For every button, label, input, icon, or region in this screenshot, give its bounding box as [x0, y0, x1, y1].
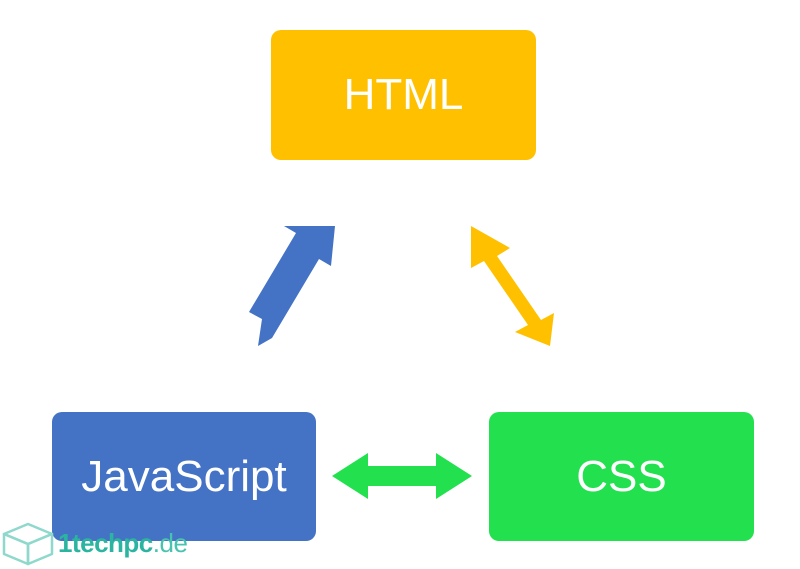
watermark-brand: 1techpc [58, 527, 153, 558]
arrow-html-css [471, 226, 554, 346]
css-node-label: CSS [576, 451, 667, 501]
arrow-javascript-css [332, 453, 472, 499]
watermark-suffix: .de [152, 527, 188, 558]
css-node: CSS [489, 412, 754, 541]
cube-logo-icon [2, 522, 54, 566]
html-node-label: HTML [343, 70, 464, 119]
arrow-javascript-html [249, 226, 335, 346]
html-node: HTML [271, 30, 536, 160]
watermark-text: 1techpc.de [58, 527, 188, 559]
javascript-node-label: JavaScript [81, 451, 287, 501]
javascript-node: JavaScript [52, 412, 316, 541]
watermark: 1techpc.de [0, 520, 188, 566]
